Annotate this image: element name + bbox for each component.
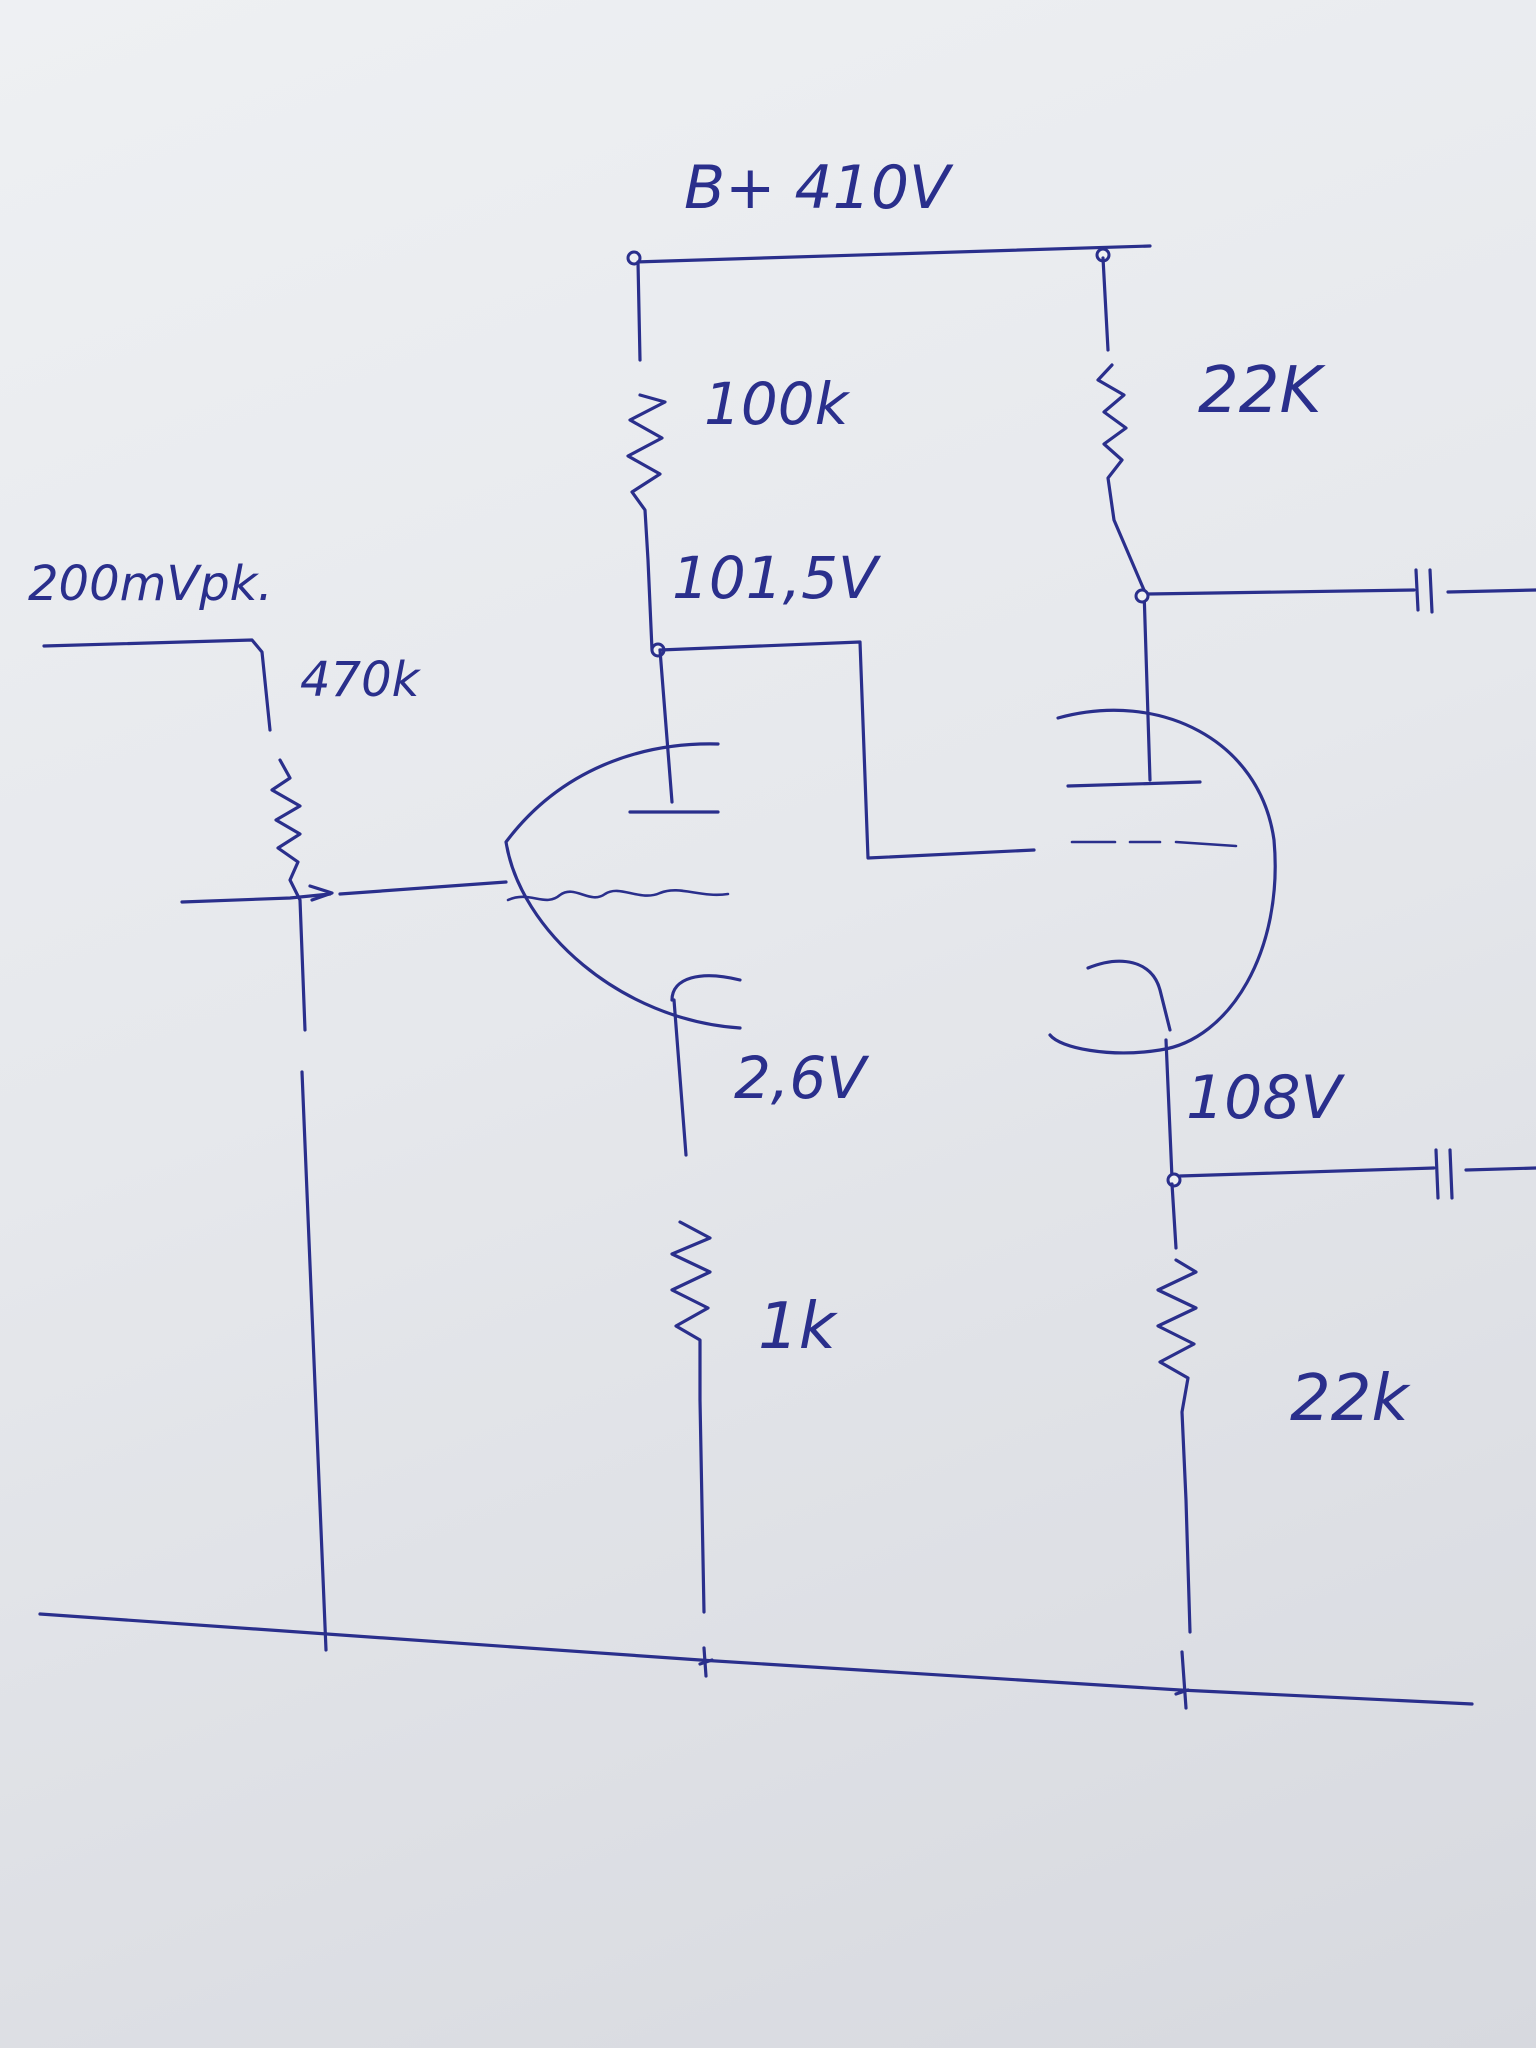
cathode-resistor-1 — [670, 998, 712, 1614]
cathode-resistor-2-label: 22k — [1290, 1362, 1411, 1436]
anode-resistor-2 — [1096, 256, 1536, 782]
triode-1 — [504, 648, 742, 1030]
ground-rail — [38, 1612, 1474, 1710]
anode-voltage-label: 101,5V — [672, 544, 882, 612]
input-network — [42, 638, 508, 1652]
input-signal-label: 200mVpk. — [28, 556, 273, 612]
anode-resistor-2-label: 22K — [1198, 354, 1326, 428]
triode-2 — [1048, 708, 1277, 1055]
cathode-resistor-2 — [1156, 1038, 1536, 1634]
cathode-voltage-1-label: 2,6V — [734, 1044, 870, 1112]
input-pot-label: 470k — [300, 652, 422, 708]
anode-resistor-1-label: 100k — [704, 370, 851, 438]
cathode-voltage-2-label: 108V — [1186, 1063, 1346, 1133]
supply-rail — [626, 244, 1152, 266]
cathode-resistor-1-label: 1k — [758, 1290, 839, 1364]
anode-resistor-1 — [626, 260, 667, 658]
supply-label: B+ 410V — [684, 153, 954, 223]
interstage-wire — [658, 640, 1036, 860]
